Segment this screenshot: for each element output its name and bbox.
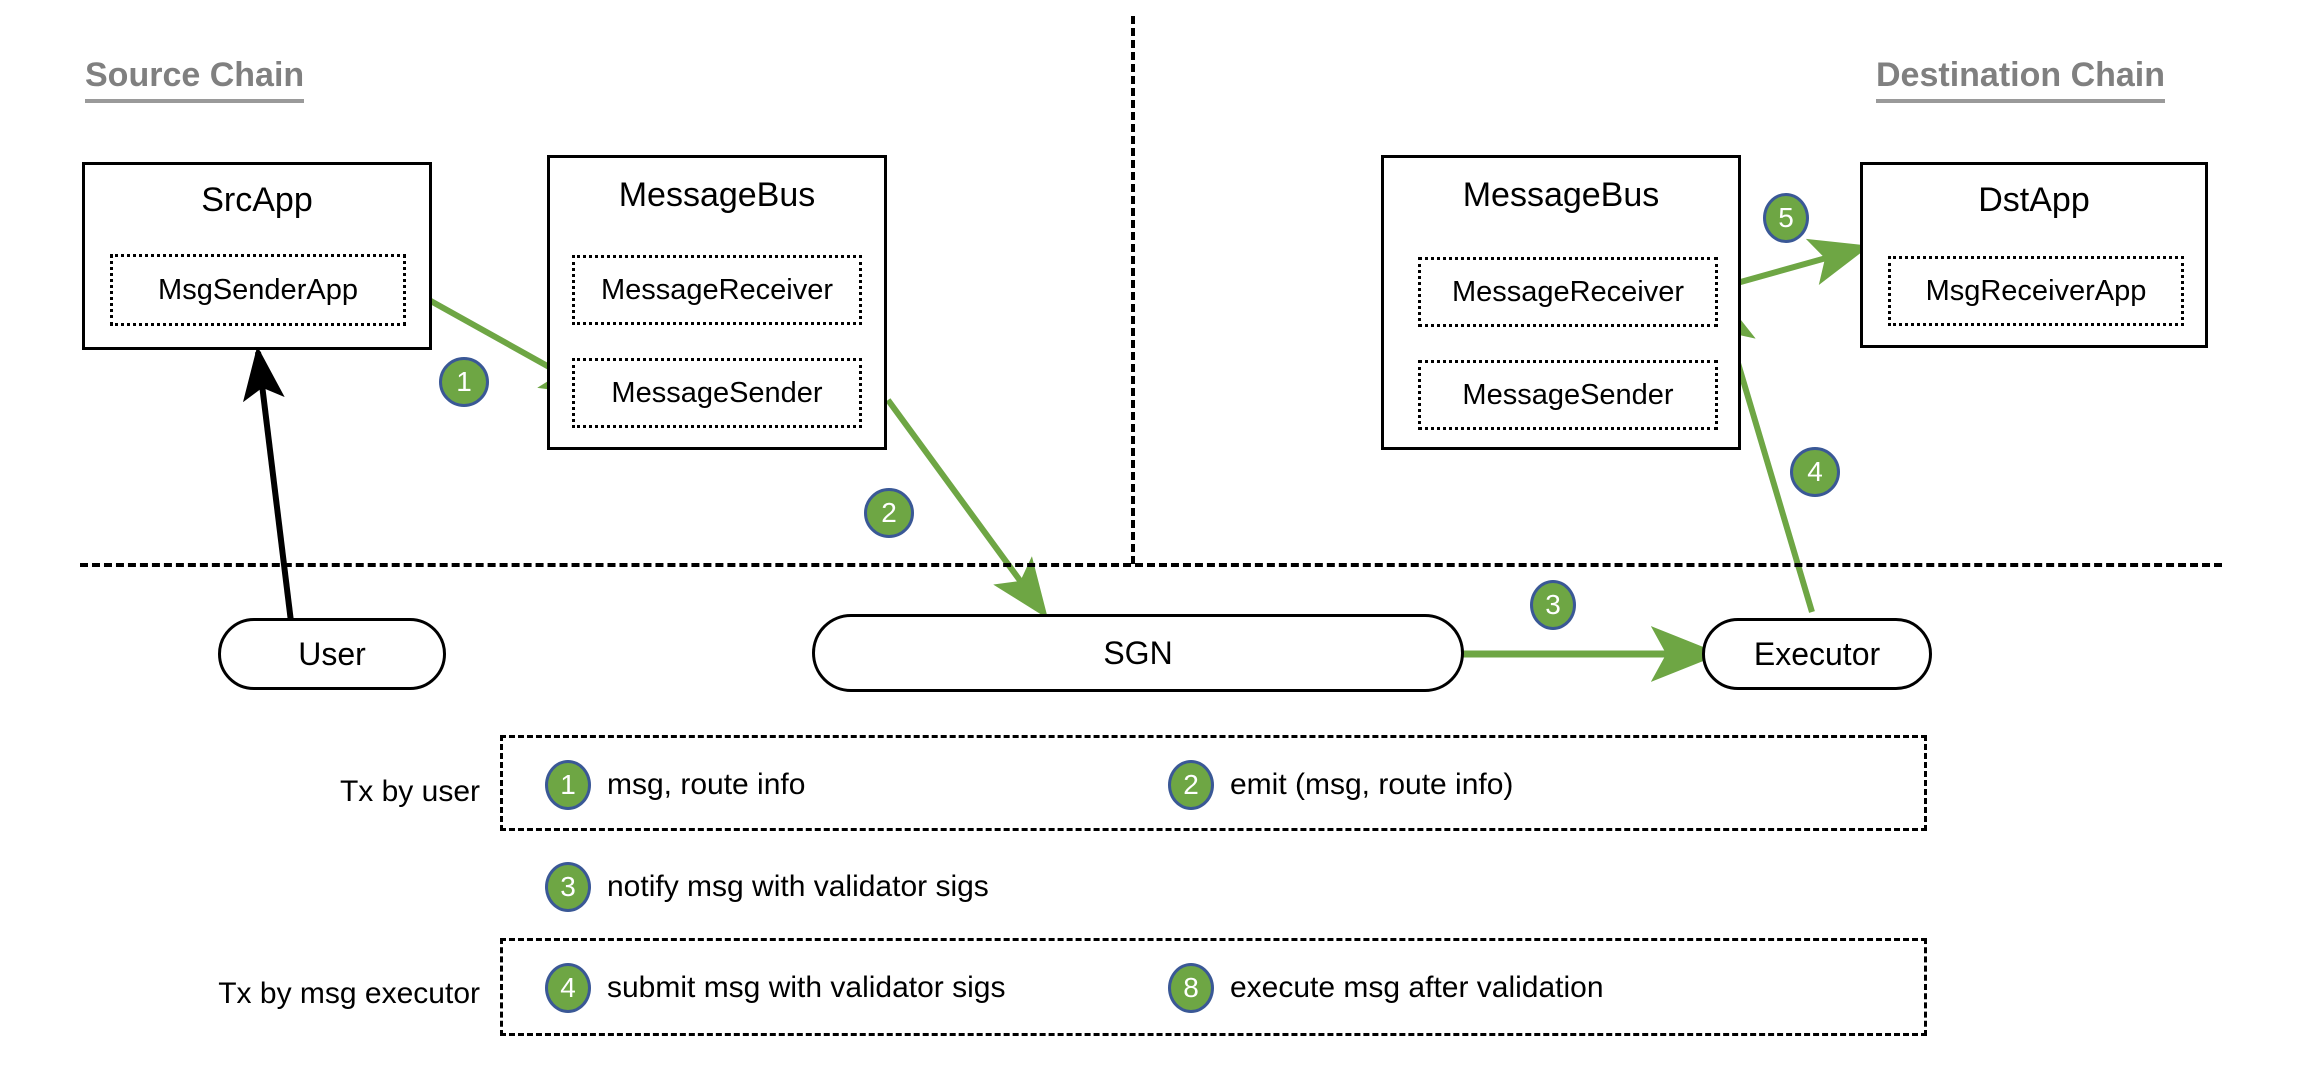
legend-text-1: msg, route info — [607, 768, 806, 801]
src-app-title: SrcApp — [201, 181, 313, 219]
legend-text-2: emit (msg, route info) — [1230, 768, 1514, 801]
legend-item-4: 4 submit msg with validator sigs — [545, 963, 1005, 1013]
src-app-msgsenderapp-label: MsgSenderApp — [158, 273, 358, 306]
legend-item-1: 1 msg, route info — [545, 760, 805, 810]
flow-badge-5: 5 — [1763, 193, 1809, 243]
legend-badge-4: 4 — [545, 963, 591, 1013]
executor-label: Executor — [1753, 635, 1881, 672]
destination-chain-title: Destination Chain — [1876, 56, 2166, 103]
source-message-sender-label: MessageSender — [611, 376, 823, 409]
legend-item-5: 8 execute msg after validation — [1168, 963, 1604, 1013]
legend-text-3: notify msg with validator sigs — [607, 870, 989, 903]
dst-app-msgreceiverapp-label: MsgReceiverApp — [1925, 274, 2147, 307]
legend-text-8: execute msg after validation — [1230, 971, 1604, 1004]
destination-message-receiver-box[interactable]: MessageReceiver — [1418, 257, 1718, 327]
source-message-sender-box[interactable]: MessageSender — [572, 358, 862, 428]
destination-message-sender-box[interactable]: MessageSender — [1418, 360, 1718, 430]
executor-pill[interactable]: Executor — [1702, 618, 1932, 690]
arrow-user-to-srcapp — [242, 346, 295, 631]
source-message-receiver-box[interactable]: MessageReceiver — [572, 255, 862, 325]
user-label: User — [298, 635, 366, 672]
destination-message-receiver-label: MessageReceiver — [1451, 275, 1685, 308]
dst-app-title: DstApp — [1978, 181, 2090, 219]
legend-badge-3: 3 — [545, 862, 591, 912]
source-chain-title: Source Chain — [85, 56, 305, 103]
flow-badge-2: 2 — [864, 488, 914, 538]
dst-app-msgreceiverapp-box[interactable]: MsgReceiverApp — [1888, 256, 2184, 326]
legend-box-tx-by-msg-executor — [500, 938, 1927, 1036]
legend-item-2: 2 emit (msg, route info) — [1168, 760, 1513, 810]
legend-text-4: submit msg with validator sigs — [607, 971, 1006, 1004]
legend-badge-2: 2 — [1168, 760, 1214, 810]
source-message-receiver-label: MessageReceiver — [600, 273, 834, 306]
legend-row-label-tx-by-user: Tx by user — [339, 775, 480, 808]
legend-row-label-tx-by-msg-executor: Tx by msg executor — [218, 977, 480, 1010]
destination-message-sender-label: MessageSender — [1462, 378, 1674, 411]
onchain-offchain-divider — [80, 563, 2222, 567]
sgn-pill[interactable]: SGN — [812, 614, 1464, 692]
src-app-msgsenderapp-box[interactable]: MsgSenderApp — [110, 254, 406, 326]
destination-message-bus-title: MessageBus — [1462, 176, 1660, 214]
legend-box-tx-by-user — [500, 735, 1927, 831]
flow-badge-4: 4 — [1790, 447, 1840, 497]
legend-item-3: 3 notify msg with validator sigs — [545, 862, 989, 912]
flow-badge-3: 3 — [1530, 580, 1576, 630]
user-pill[interactable]: User — [218, 618, 446, 690]
chain-vertical-divider — [1131, 16, 1135, 564]
legend-badge-8: 8 — [1168, 963, 1214, 1013]
flow-badge-1: 1 — [439, 357, 489, 407]
source-message-bus-title: MessageBus — [618, 176, 816, 214]
legend-badge-1: 1 — [545, 760, 591, 810]
sgn-label: SGN — [1103, 634, 1173, 671]
